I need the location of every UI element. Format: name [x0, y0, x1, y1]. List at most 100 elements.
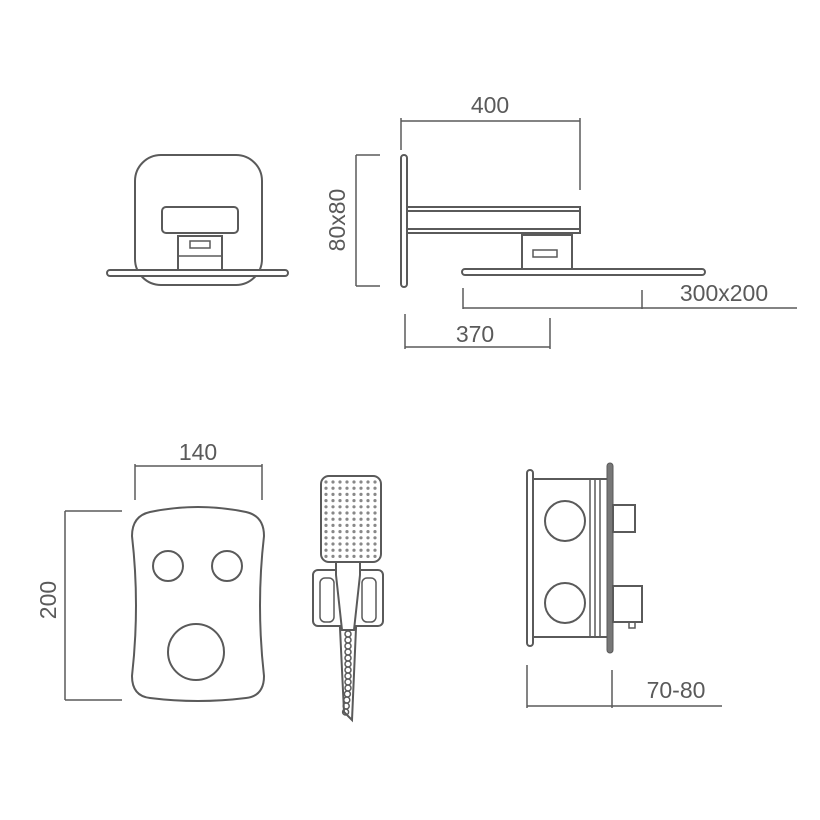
nozzle-dot — [338, 530, 342, 534]
nozzle-dot — [345, 536, 349, 540]
nozzle-dot — [345, 499, 349, 503]
nozzle-dot — [331, 530, 335, 534]
nozzle-dot — [352, 530, 356, 534]
nozzle-dot — [324, 517, 328, 521]
hose-link — [341, 708, 350, 716]
nozzle-dot — [373, 517, 377, 521]
nozzle-dot — [359, 542, 363, 546]
nozzle-dot — [324, 499, 328, 503]
nozzle-dot — [345, 480, 349, 484]
dimension-head-size: 300x200 — [462, 280, 797, 309]
nozzle-dot — [324, 480, 328, 484]
nozzle-dot — [331, 517, 335, 521]
nozzle-dot — [359, 536, 363, 540]
nozzle-dot — [366, 517, 370, 521]
nozzle-dot — [345, 505, 349, 509]
nozzle-dot — [373, 511, 377, 515]
nozzle-dot — [345, 542, 349, 546]
nozzle-dot — [352, 536, 356, 540]
nozzle-dot — [324, 511, 328, 515]
nozzle-dot — [373, 486, 377, 490]
dimension-label-140: 140 — [179, 439, 217, 465]
nozzle-dot — [324, 505, 328, 509]
dimension-label-370: 370 — [456, 321, 494, 347]
nozzle-dot — [352, 499, 356, 503]
nozzle-dot — [359, 486, 363, 490]
nozzle-dot — [373, 548, 377, 552]
nozzle-dot — [338, 499, 342, 503]
nozzle-dot — [331, 548, 335, 552]
nozzle-dot — [366, 542, 370, 546]
nozzle-dot — [324, 530, 328, 534]
nozzle-dot — [331, 542, 335, 546]
nozzle-dot — [373, 554, 377, 559]
nozzle-dot — [324, 554, 328, 559]
nozzle-dot — [373, 530, 377, 534]
nozzle-dot — [366, 511, 370, 515]
nozzle-dot — [359, 492, 363, 496]
nozzle-dot — [345, 517, 349, 521]
nozzle-dot — [331, 480, 335, 484]
nozzle-dot — [338, 486, 342, 490]
shower-arm-side-view — [400, 154, 706, 288]
nozzle-dot — [338, 548, 342, 552]
dimension-arm-length: 400 — [400, 92, 581, 190]
nozzle-dot — [359, 548, 363, 552]
nozzle-dot — [352, 511, 356, 515]
nozzle-dot — [352, 548, 356, 552]
nozzle-dot — [366, 480, 370, 484]
dimension-label-80x80: 80x80 — [324, 189, 350, 252]
nozzle-dot — [345, 530, 349, 534]
nozzle-dot — [366, 492, 370, 496]
nozzle-dot — [338, 517, 342, 521]
nozzle-dot — [331, 536, 335, 540]
dimension-plate-width: 140 — [134, 439, 263, 500]
nozzle-dot — [359, 480, 363, 484]
nozzle-dot — [359, 517, 363, 521]
nozzle-dot — [373, 499, 377, 503]
nozzle-dot — [352, 505, 356, 509]
nozzle-dot — [331, 511, 335, 515]
nozzle-dot — [373, 492, 377, 496]
nozzle-dot — [331, 499, 335, 503]
dimension-label-70-80: 70-80 — [647, 677, 706, 703]
dimension-projection: 370 — [404, 314, 551, 349]
nozzle-dot — [338, 523, 342, 528]
nozzle-dot — [324, 486, 328, 490]
nozzle-dot — [366, 505, 370, 509]
nozzle-dot — [359, 499, 363, 503]
nozzle-dot — [338, 505, 342, 509]
nozzle-dot — [345, 548, 349, 552]
control-plate-front-view — [130, 506, 266, 702]
nozzle-dot — [366, 523, 370, 528]
nozzle-dot — [359, 511, 363, 515]
nozzle-dot — [366, 548, 370, 552]
nozzle-dot — [359, 505, 363, 509]
nozzle-dot — [331, 486, 335, 490]
nozzle-dot — [373, 505, 377, 509]
nozzle-dot — [331, 554, 335, 559]
nozzle-dot — [345, 554, 349, 559]
nozzle-dot — [331, 492, 335, 496]
nozzle-dot — [345, 511, 349, 515]
nozzle-dot — [366, 554, 370, 559]
nozzle-pattern — [324, 480, 377, 559]
thermostatic-valve-side-view — [526, 462, 643, 654]
nozzle-dot — [331, 505, 335, 509]
nozzle-dot — [352, 480, 356, 484]
nozzle-dot — [359, 523, 363, 528]
dimension-label-400: 400 — [471, 92, 509, 118]
hand-shower — [312, 475, 384, 723]
nozzle-dot — [366, 536, 370, 540]
nozzle-dot — [366, 530, 370, 534]
nozzle-dot — [373, 536, 377, 540]
nozzle-dot — [324, 492, 328, 496]
nozzle-dot — [338, 480, 342, 484]
nozzle-dot — [331, 523, 335, 528]
nozzle-dot — [366, 499, 370, 503]
nozzle-dot — [324, 542, 328, 546]
hose-pattern — [341, 630, 352, 716]
nozzle-dot — [373, 480, 377, 484]
nozzle-dot — [352, 542, 356, 546]
